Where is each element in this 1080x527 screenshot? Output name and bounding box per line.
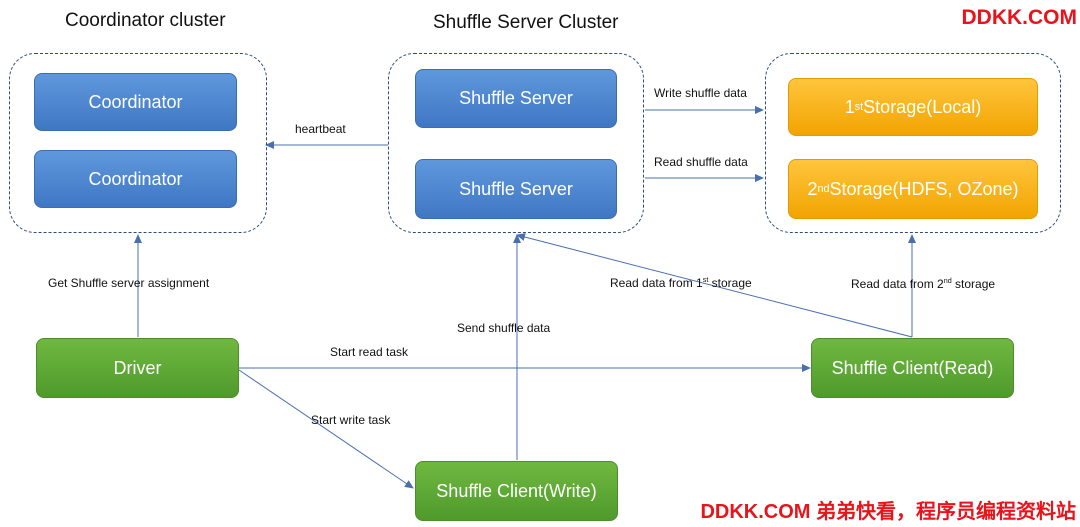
- shuffle-client-read-node[interactable]: Shuffle Client(Read): [811, 338, 1014, 398]
- driver-node[interactable]: Driver: [36, 338, 239, 398]
- coordinator-cluster-title: Coordinator cluster: [65, 10, 226, 31]
- read-shuffle-data-label: Read shuffle data: [654, 155, 748, 169]
- get-assignment-label: Get Shuffle server assignment: [48, 276, 210, 290]
- send-shuffle-data-label: Send shuffle data: [457, 321, 551, 335]
- start-read-task-label: Start read task: [330, 345, 409, 359]
- coordinator-cluster: [9, 53, 267, 233]
- write-shuffle-data-label: Write shuffle data: [654, 86, 747, 100]
- read-from-1st-label: Read data from 1st storage: [610, 275, 752, 290]
- shuffle-server-cluster: [388, 53, 644, 233]
- shuffle-client-write-node[interactable]: Shuffle Client(Write): [415, 461, 618, 521]
- start-write-task-label: Start write task: [311, 413, 391, 427]
- storage-cluster: [765, 53, 1061, 233]
- read-from-1st-arrow: [516, 233, 913, 338]
- heartbeat-label: heartbeat: [295, 122, 346, 136]
- coordinator-node[interactable]: Coordinator: [34, 73, 237, 131]
- shuffle-server-node[interactable]: Shuffle Server: [415, 69, 617, 128]
- watermark-top: DDKK.COM: [961, 6, 1078, 29]
- start-write-task-arrow: [238, 369, 414, 489]
- shuffle-server-cluster-title: Shuffle Server Cluster: [433, 12, 619, 33]
- read-from-2nd-label: Read data from 2nd storage: [851, 276, 996, 291]
- coordinator-node[interactable]: Coordinator: [34, 150, 237, 208]
- shuffle-server-node[interactable]: Shuffle Server: [415, 159, 617, 219]
- watermark-bottom: DDKK.COM 弟弟快看，程序员编程资料站: [700, 501, 1076, 523]
